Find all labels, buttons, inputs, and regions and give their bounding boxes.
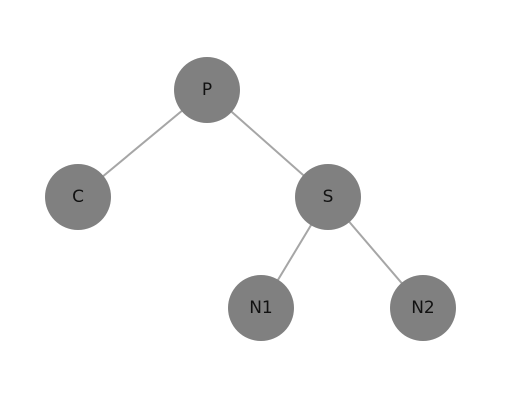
nodes: P C S N1 N2 [45, 57, 456, 341]
node-p-label: P [202, 80, 212, 100]
node-n1: N1 [228, 275, 294, 341]
edges [77, 89, 424, 309]
node-p: P [174, 57, 240, 123]
node-p-circle [174, 57, 240, 123]
node-c-circle [45, 164, 111, 230]
node-s: S [295, 164, 361, 230]
node-c-label: C [72, 187, 84, 207]
node-n1-label: N1 [249, 298, 273, 318]
node-c: C [45, 164, 111, 230]
node-n2-label: N2 [411, 298, 435, 318]
node-n1-circle [228, 275, 294, 341]
node-s-label: S [323, 187, 334, 207]
node-s-circle [295, 164, 361, 230]
node-n2-circle [390, 275, 456, 341]
node-n2: N2 [390, 275, 456, 341]
